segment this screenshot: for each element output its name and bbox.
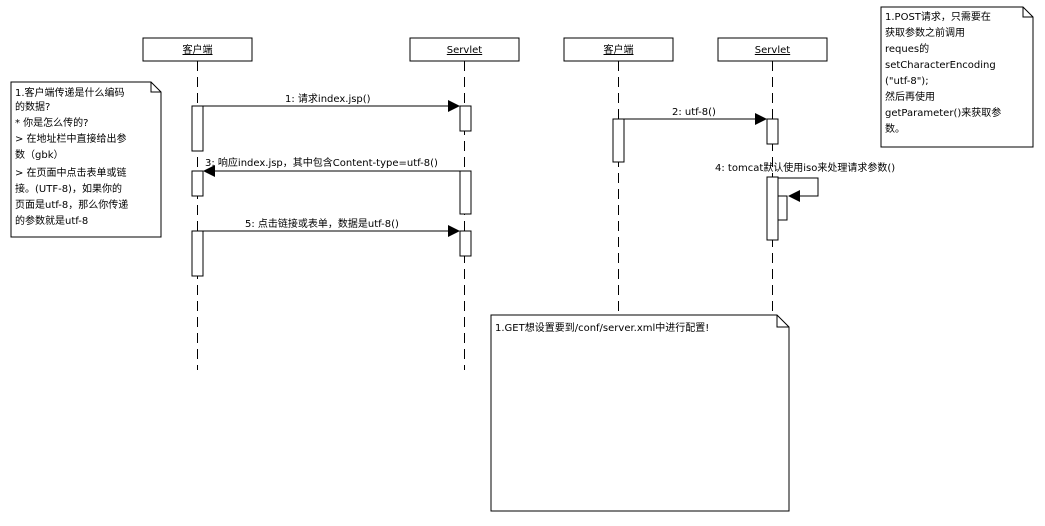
activation-bar xyxy=(459,230,472,257)
message-5[interactable]: 5: 点击链接或表单，数据是utf-8() xyxy=(203,217,460,237)
message-4-self-call[interactable]: 4: tomcat默认使用iso来处理请求参数() xyxy=(715,161,895,202)
participant-servlet-2[interactable]: Servlet xyxy=(717,37,828,62)
message-label: 5: 点击链接或表单，数据是utf-8() xyxy=(245,217,399,230)
message-label: 2: utf-8() xyxy=(672,107,716,118)
note-line: 的参数就是utf-8 xyxy=(15,214,88,227)
note-line: 1.GET想设置要到/conf/server.xml中进行配置! xyxy=(495,321,709,334)
activation-bar xyxy=(191,170,204,197)
note-line: 的数据? xyxy=(15,100,50,113)
message-1[interactable]: 1: 请求index.jsp() xyxy=(203,92,460,112)
note-line: 接。(UTF-8)，如果你的 xyxy=(15,182,122,195)
participant-client-1[interactable]: 客户端 xyxy=(142,37,253,62)
note-bottom[interactable]: 1.GET想设置要到/conf/server.xml中进行配置! xyxy=(490,314,790,512)
note-line: > 在页面中点击表单或链 xyxy=(15,166,127,179)
note-left[interactable]: 1.客户端传递是什么编码 的数据? * 你是怎么传的? > 在地址栏中直接给出参… xyxy=(10,81,162,238)
note-line: 1.客户端传递是什么编码 xyxy=(15,86,125,99)
activation-bar xyxy=(191,230,204,277)
participant-label: Servlet xyxy=(755,45,790,56)
note-line: 1.POST请求，只需要在 xyxy=(885,10,991,23)
note-line: 数。 xyxy=(885,122,905,135)
activation-bar xyxy=(766,176,779,241)
message-2[interactable]: 2: utf-8() xyxy=(624,107,767,125)
activation-bar xyxy=(191,105,204,152)
activation-bar xyxy=(459,105,472,132)
note-top-right[interactable]: 1.POST请求，只需要在 获取参数之前调用 reques的 setCharac… xyxy=(880,6,1034,148)
participant-label: 客户端 xyxy=(183,43,213,56)
participant-label: 客户端 xyxy=(604,43,634,56)
message-3[interactable]: 3: 响应index.jsp，其中包含Content-type=utf-8() xyxy=(203,156,460,177)
participant-servlet-1[interactable]: Servlet xyxy=(409,37,520,62)
participant-client-2[interactable]: 客户端 xyxy=(563,37,674,62)
note-line: > 在地址栏中直接给出参 xyxy=(15,132,127,145)
note-line: 获取参数之前调用 xyxy=(885,26,965,39)
note-line: 数（gbk） xyxy=(15,148,64,161)
message-label: 3: 响应index.jsp，其中包含Content-type=utf-8() xyxy=(205,156,438,169)
activation-bar xyxy=(766,118,779,145)
activation-bar xyxy=(612,118,625,163)
message-label: 4: tomcat默认使用iso来处理请求参数() xyxy=(715,161,895,174)
note-line: 然后再使用 xyxy=(885,90,935,103)
activation-bar xyxy=(459,170,472,215)
note-line: ("utf-8"); xyxy=(885,76,929,87)
activation-bar xyxy=(777,195,788,221)
note-line: getParameter()来获取参 xyxy=(885,106,1001,119)
note-line: 页面是utf-8，那么你传递 xyxy=(15,198,128,211)
note-line: * 你是怎么传的? xyxy=(15,116,89,129)
message-label: 1: 请求index.jsp() xyxy=(285,92,371,105)
participant-label: Servlet xyxy=(447,45,482,56)
note-line: reques的 xyxy=(885,42,929,55)
note-line: setCharacterEncoding xyxy=(885,60,996,71)
